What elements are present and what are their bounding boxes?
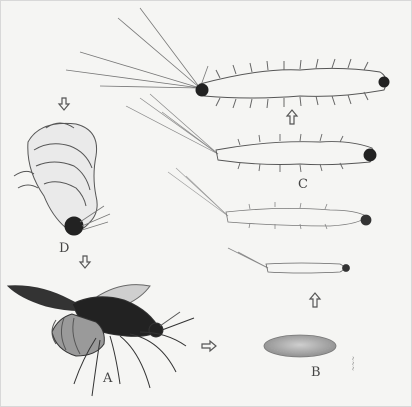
larva-bristles bbox=[66, 8, 208, 88]
egg bbox=[264, 335, 336, 357]
larva-second-instar bbox=[168, 168, 371, 229]
arrow-right-icon bbox=[202, 341, 216, 351]
label-b: B bbox=[311, 366, 321, 379]
arrow-down-icon bbox=[59, 98, 69, 110]
label-d: D bbox=[59, 242, 69, 255]
label-a: A bbox=[103, 372, 112, 385]
pupa bbox=[14, 123, 110, 235]
arrow-down-icon bbox=[80, 256, 90, 268]
larva-first-instar bbox=[228, 248, 350, 273]
larva-fourth-instar bbox=[66, 8, 389, 108]
arrow-up-icon bbox=[310, 293, 320, 307]
label-c: C bbox=[298, 178, 308, 191]
adult-mosquito bbox=[8, 285, 194, 396]
arrow-up-icon bbox=[287, 110, 297, 124]
artist-signature-mark: ~~~ bbox=[350, 345, 358, 371]
